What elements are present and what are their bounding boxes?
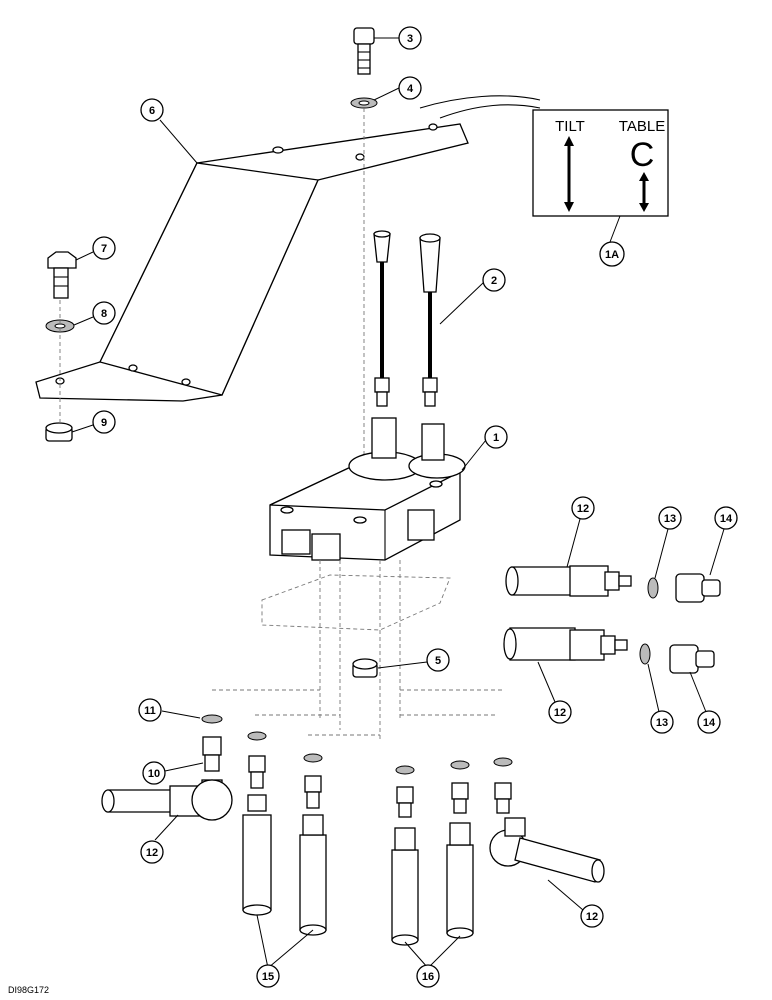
tilt-arrow-icon bbox=[564, 136, 574, 212]
callout-4: 4 bbox=[398, 76, 422, 100]
callout-12b-text: 12 bbox=[554, 707, 566, 719]
callout-1a: 1A bbox=[599, 241, 625, 267]
mounting-bracket bbox=[35, 123, 469, 402]
hose-15-left bbox=[242, 814, 272, 916]
callout-1-text: 1 bbox=[493, 432, 499, 444]
lever-handle-right bbox=[419, 233, 441, 407]
callout-14-lower: 14 bbox=[697, 710, 721, 734]
callout-11-text: 11 bbox=[144, 705, 156, 717]
callout-7: 7 bbox=[92, 236, 116, 260]
nut-left bbox=[45, 422, 73, 442]
callout-13b-text: 13 bbox=[656, 717, 668, 729]
washer-right-upper bbox=[647, 577, 659, 599]
callout-6-text: 6 bbox=[149, 105, 155, 117]
decal-rotate-symbol: C bbox=[630, 136, 655, 174]
fitting-right-upper bbox=[675, 573, 721, 603]
leader-lines bbox=[71, 37, 725, 969]
callout-2: 2 bbox=[482, 268, 506, 292]
hose-15-right bbox=[299, 814, 327, 936]
callout-12-bottom-right: 12 bbox=[580, 904, 604, 928]
callout-8: 8 bbox=[92, 301, 116, 325]
fitting-right-lower bbox=[669, 644, 715, 674]
callout-4-text: 4 bbox=[407, 83, 414, 95]
callout-3: 3 bbox=[398, 26, 422, 50]
callout-1: 1 bbox=[484, 425, 508, 449]
callout-16-text: 16 bbox=[422, 971, 434, 983]
bolt-top bbox=[353, 27, 375, 75]
callout-12d-text: 12 bbox=[586, 911, 598, 923]
washer-top bbox=[350, 97, 378, 109]
callout-15-text: 15 bbox=[262, 971, 274, 983]
callout-1a-text: 1A bbox=[605, 249, 619, 261]
hose-16-right bbox=[446, 822, 474, 939]
control-valve bbox=[269, 417, 466, 561]
callout-13-lower: 13 bbox=[650, 710, 674, 734]
callout-14b-text: 14 bbox=[703, 717, 716, 729]
hose-bottom-left-elbow bbox=[101, 779, 233, 821]
nut-center bbox=[352, 658, 378, 678]
callout-2-text: 2 bbox=[491, 275, 497, 287]
lever-handle-left bbox=[373, 230, 391, 407]
callout-12-bottom-left: 12 bbox=[140, 840, 164, 864]
decal-panel: TILT TABLE C bbox=[419, 95, 669, 217]
callout-12c-text: 12 bbox=[146, 847, 158, 859]
callout-11: 11 bbox=[138, 698, 162, 722]
hose-bottom-right-elbow bbox=[489, 817, 605, 883]
decal-tilt-label: TILT bbox=[555, 118, 585, 135]
decal-ref-line bbox=[419, 95, 541, 109]
bolt-left bbox=[47, 251, 77, 299]
callout-9-text: 9 bbox=[101, 417, 107, 429]
callout-12a-text: 12 bbox=[577, 503, 589, 515]
callout-13-upper: 13 bbox=[658, 506, 682, 530]
hose-right-lower bbox=[503, 627, 628, 661]
callout-7-text: 7 bbox=[101, 243, 107, 255]
hose-right-upper bbox=[505, 565, 632, 597]
callout-6: 6 bbox=[140, 98, 164, 122]
washer-right-lower bbox=[639, 643, 651, 665]
callout-5-text: 5 bbox=[435, 655, 441, 667]
drawing-id: DI98G172 bbox=[8, 985, 49, 995]
callout-12-lower-right: 12 bbox=[548, 700, 572, 724]
callout-9: 9 bbox=[92, 410, 116, 434]
callout-10-text: 10 bbox=[148, 768, 160, 780]
table-arrow-icon bbox=[639, 172, 649, 212]
callout-10: 10 bbox=[142, 761, 166, 785]
callout-12-upper-right: 12 bbox=[571, 496, 595, 520]
bottom-fittings bbox=[201, 714, 513, 818]
callout-14a-text: 14 bbox=[720, 513, 733, 525]
callout-16: 16 bbox=[416, 964, 440, 988]
hose-16-left bbox=[391, 827, 419, 946]
callout-5: 5 bbox=[426, 648, 450, 672]
callout-15: 15 bbox=[256, 964, 280, 988]
callout-14-upper: 14 bbox=[714, 506, 738, 530]
decal-table-label: TABLE bbox=[619, 118, 665, 135]
callout-3-text: 3 bbox=[407, 33, 413, 45]
callout-13a-text: 13 bbox=[664, 513, 676, 525]
callout-8-text: 8 bbox=[101, 308, 107, 320]
